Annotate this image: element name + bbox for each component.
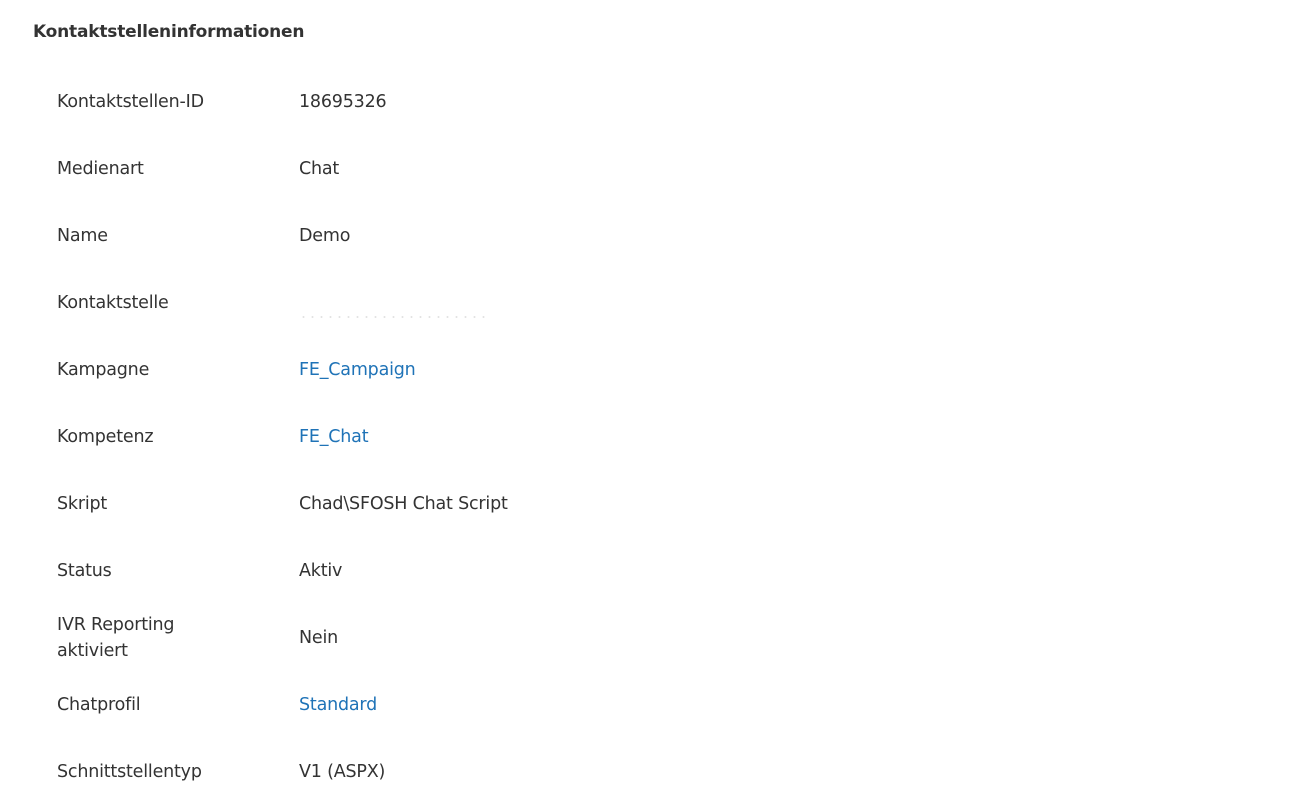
field-label: Kampagne xyxy=(57,359,150,380)
field-row-name: Name Demo xyxy=(57,202,957,269)
field-value-redacted xyxy=(299,280,489,326)
field-label: Chatprofil xyxy=(57,694,141,715)
field-label: Kontaktstellen-ID xyxy=(57,91,204,112)
field-list: Kontaktstellen-ID 18695326 Medienart Cha… xyxy=(57,68,957,805)
field-label: Name xyxy=(57,225,108,246)
field-value: Chat xyxy=(299,158,340,179)
field-row-chat-profile: Chatprofil Standard xyxy=(57,671,957,738)
field-label: IVR Reporting aktiviert xyxy=(57,614,175,661)
field-label: Status xyxy=(57,560,112,581)
field-row-script: Skript Chad\SFOSH Chat Script xyxy=(57,470,957,537)
field-label: Kompetenz xyxy=(57,426,154,447)
field-label: Medienart xyxy=(57,158,144,179)
field-value: Chad\SFOSH Chat Script xyxy=(299,493,508,514)
section-title: Kontaktstelleninformationen xyxy=(33,22,305,42)
field-row-ivr-reporting: IVR Reporting aktiviert Nein xyxy=(57,604,957,671)
field-value: V1 (ASPX) xyxy=(299,761,386,782)
field-label: Skript xyxy=(57,493,108,514)
skill-link[interactable]: FE_Chat xyxy=(299,426,369,447)
campaign-link[interactable]: FE_Campaign xyxy=(299,359,416,380)
redacted-value xyxy=(299,315,489,318)
field-value: Demo xyxy=(299,225,351,246)
field-value: Aktiv xyxy=(299,560,343,581)
field-row-interface-type: Schnittstellentyp V1 (ASPX) xyxy=(57,738,957,805)
field-row-media-type: Medienart Chat xyxy=(57,135,957,202)
field-row-contact-point-id: Kontaktstellen-ID 18695326 xyxy=(57,68,957,135)
field-label: Schnittstellentyp xyxy=(57,761,202,782)
chat-profile-link[interactable]: Standard xyxy=(299,694,378,715)
field-value: Nein xyxy=(299,627,339,648)
field-value: 18695326 xyxy=(299,91,387,112)
field-label: Kontaktstelle xyxy=(57,292,169,313)
field-row-campaign: Kampagne FE_Campaign xyxy=(57,336,957,403)
field-row-skill: Kompetenz FE_Chat xyxy=(57,403,957,470)
field-row-contact-point: Kontaktstelle xyxy=(57,269,957,336)
field-row-status: Status Aktiv xyxy=(57,537,957,604)
